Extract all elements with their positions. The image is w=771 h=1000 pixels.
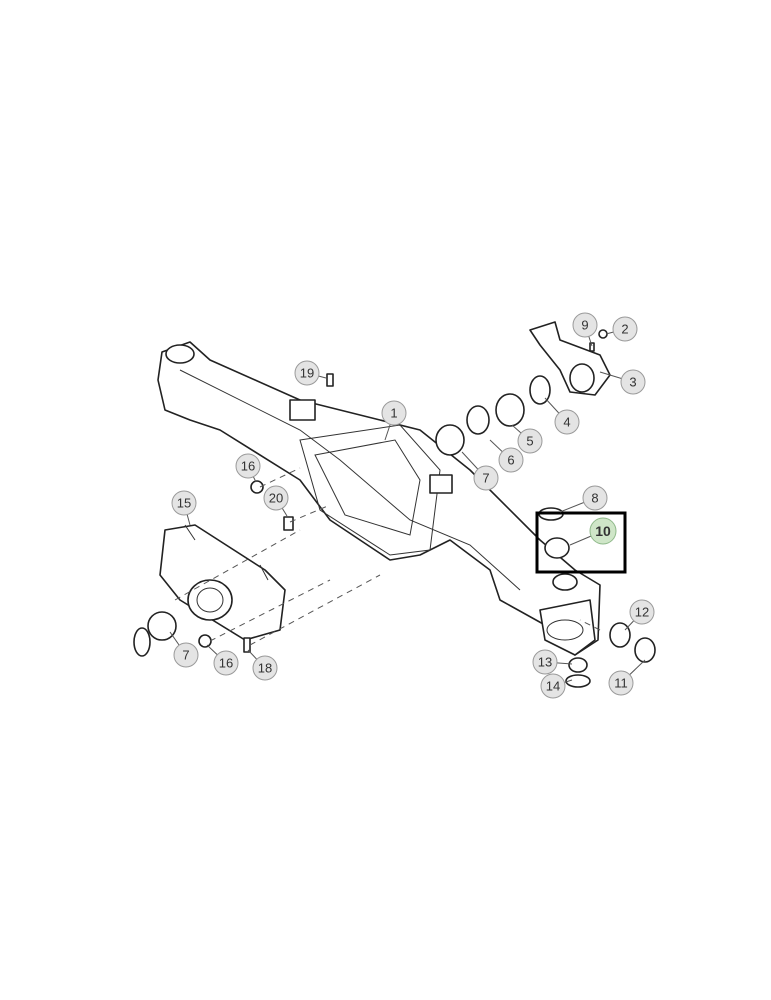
callout-circle — [582, 485, 608, 511]
selection-box — [535, 511, 627, 574]
callout-2[interactable]: 2 — [605, 316, 638, 342]
callout-label: 3 — [629, 375, 636, 390]
callout-circle — [473, 465, 499, 491]
callout-10[interactable]: 10 — [569, 517, 617, 546]
callout-label: 7 — [182, 648, 189, 663]
callout-circle — [213, 650, 239, 676]
callout-circle — [263, 485, 289, 511]
callout-18[interactable]: 18 — [247, 649, 278, 681]
callout-16[interactable]: 16 — [206, 644, 239, 676]
callout-label: 15 — [177, 496, 191, 511]
callout-7[interactable]: 7 — [169, 631, 199, 668]
callout-circle — [572, 312, 598, 338]
callout-6[interactable]: 6 — [489, 439, 524, 473]
callout-8[interactable]: 8 — [559, 485, 608, 513]
callout-label: 12 — [635, 605, 649, 620]
callout-circle — [608, 670, 634, 696]
callout-circle — [517, 428, 543, 454]
callout-label: 16 — [219, 656, 233, 671]
callout-label: 4 — [563, 415, 570, 430]
callout-label: 9 — [581, 318, 588, 333]
callout-5[interactable]: 5 — [511, 424, 543, 454]
callout-3[interactable]: 3 — [599, 369, 646, 395]
callout-label: 13 — [538, 655, 552, 670]
final-drive-housing — [159, 524, 286, 641]
callout-circle — [498, 447, 524, 473]
callout-label: 6 — [507, 453, 514, 468]
callout-label: 10 — [595, 523, 611, 539]
callout-1[interactable]: 1 — [381, 400, 407, 441]
callout-15[interactable]: 15 — [171, 490, 197, 526]
axle-housing — [157, 341, 601, 656]
kingpin-bracket — [529, 321, 611, 396]
callout-label: 19 — [300, 366, 314, 381]
callout-label: 11 — [614, 676, 628, 691]
callout-circle — [252, 655, 278, 681]
callout-9[interactable]: 9 — [572, 312, 598, 347]
callout-circle — [554, 409, 580, 435]
callout-label: 2 — [621, 322, 628, 337]
callout-circle — [173, 642, 199, 668]
callout-label: 14 — [546, 679, 560, 694]
callout-label: 7 — [482, 471, 489, 486]
callout-circle — [589, 517, 617, 545]
callout-circle — [612, 316, 638, 342]
callout-19[interactable]: 19 — [294, 360, 327, 386]
callout-circle — [381, 400, 407, 426]
rings-and-bushings — [133, 329, 656, 688]
callout-7[interactable]: 7 — [461, 451, 499, 491]
callout-circle — [294, 360, 320, 386]
callout-circle — [235, 453, 261, 479]
callout-14[interactable]: 14 — [540, 673, 573, 699]
assembly-lines — [174, 467, 601, 646]
callout-circle — [540, 673, 566, 699]
callout-circle — [171, 490, 197, 516]
callout-12[interactable]: 12 — [624, 599, 655, 631]
callout-label: 5 — [526, 434, 533, 449]
callout-label: 16 — [241, 459, 255, 474]
callout-circle — [620, 369, 646, 395]
callout-20[interactable]: 20 — [263, 485, 289, 517]
callout-13[interactable]: 13 — [532, 649, 573, 675]
callout-circle — [532, 649, 558, 675]
callout-circle — [629, 599, 655, 625]
callout-label: 8 — [591, 491, 598, 506]
callout-11[interactable]: 11 — [608, 659, 646, 696]
callout-label: 1 — [390, 406, 397, 421]
callout-label: 18 — [258, 661, 272, 676]
callout-label: 20 — [269, 491, 283, 506]
callout-16[interactable]: 16 — [235, 453, 261, 483]
callout-4[interactable]: 4 — [544, 397, 580, 435]
